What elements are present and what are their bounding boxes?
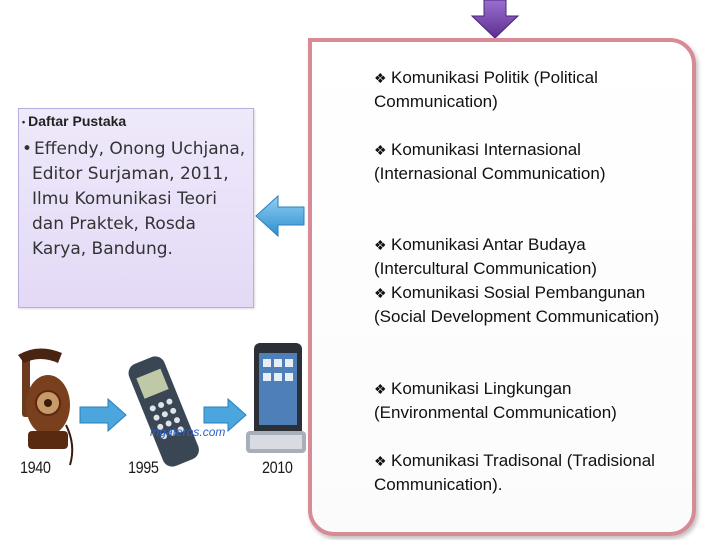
reference-heading: •Daftar Pustaka xyxy=(22,113,127,129)
diamond-bullet-icon: ❖ xyxy=(374,70,387,86)
topic-item: ❖Komunikasi Politik (Political Communica… xyxy=(374,68,598,111)
left-arrow-icon xyxy=(255,194,305,238)
diamond-bullet-icon: ❖ xyxy=(374,381,387,397)
year-label: 1995 xyxy=(128,458,159,477)
smartphone-icon xyxy=(246,343,306,453)
topic-item: ❖Komunikasi Antar Budaya (Intercultural … xyxy=(374,235,597,278)
reference-entry: •Effendy, Onong Uchjana, Editor Surjaman… xyxy=(22,139,246,259)
right-arrow-icon xyxy=(79,397,127,433)
phone-evolution-illustration xyxy=(18,343,306,467)
right-arrow-icon xyxy=(203,397,247,433)
diamond-bullet-icon: ❖ xyxy=(374,237,387,253)
topics-panel xyxy=(308,38,696,536)
year-label: 2010 xyxy=(262,458,293,477)
reference-box xyxy=(18,108,254,308)
rotary-phone-icon xyxy=(18,348,74,466)
topic-item: ❖Komunikasi Sosial Pembangunan (Social D… xyxy=(374,283,660,326)
diamond-bullet-icon: ❖ xyxy=(374,453,387,469)
watermark-text: ingateros.com xyxy=(150,425,226,439)
topic-item: ❖Komunikasi Tradisonal (Tradisional Comm… xyxy=(374,451,655,494)
mobile-phone-icon xyxy=(128,356,199,467)
diamond-bullet-icon: ❖ xyxy=(374,142,387,158)
year-label: 1940 xyxy=(20,458,51,477)
topic-item: ❖Komunikasi Internasional (Internasional… xyxy=(374,140,606,183)
down-arrow-icon xyxy=(470,0,520,39)
topic-item: ❖Komunikasi Lingkungan (Environmental Co… xyxy=(374,379,617,422)
diamond-bullet-icon: ❖ xyxy=(374,285,387,301)
